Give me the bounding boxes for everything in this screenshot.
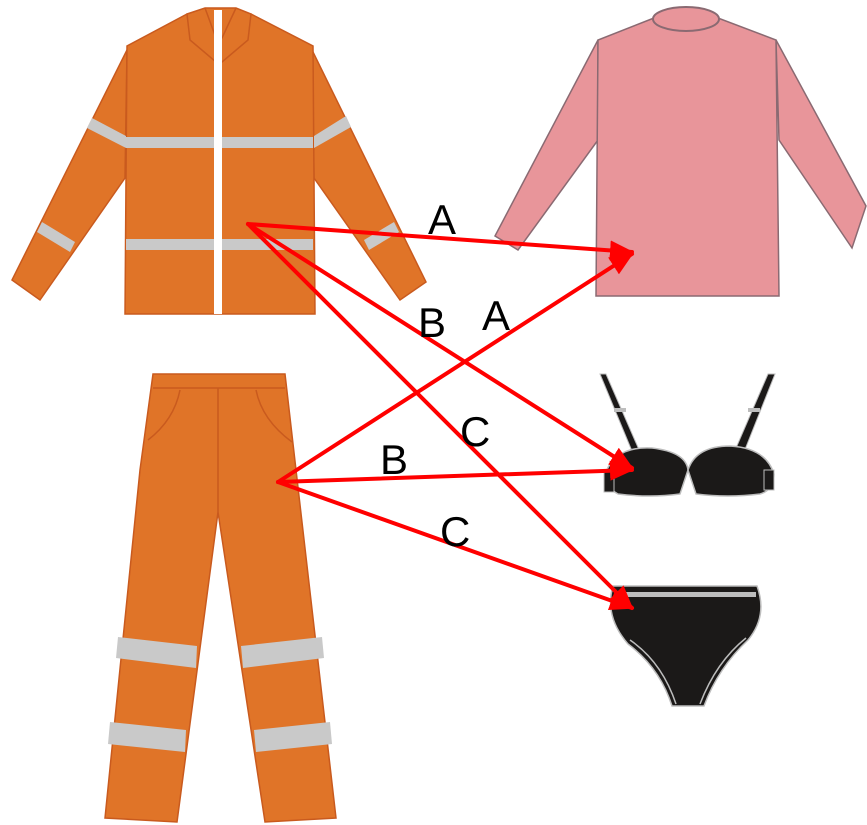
briefs-icon — [611, 586, 761, 706]
jacket-right-sleeve — [312, 50, 426, 300]
sweater-right-sleeve — [776, 40, 866, 248]
jacket-stripe-chest-right — [222, 137, 313, 148]
hi-vis-jacket-icon — [12, 8, 426, 314]
bra-right-strap — [736, 374, 775, 452]
arrow-trousers-to-bra — [278, 470, 632, 482]
arrow-jacket-to-bra — [248, 224, 632, 468]
briefs-waistband — [614, 592, 756, 597]
sweater-body — [596, 18, 779, 296]
arrow-trousers-to-sweater — [278, 254, 632, 482]
label-trousers-to-bra: B — [380, 436, 408, 483]
label-jacket-to-bra: B — [418, 299, 446, 346]
bra-icon — [600, 374, 775, 496]
jacket-zipper — [214, 10, 222, 314]
jacket-stripe-waist-left — [126, 239, 214, 250]
label-jacket-to-briefs: C — [460, 408, 490, 455]
sweater-collar — [653, 7, 719, 31]
bra-left-strap — [600, 374, 640, 456]
hi-vis-trousers-icon — [105, 374, 336, 822]
long-sleeve-sweater-icon — [495, 7, 866, 296]
sweater-left-sleeve — [495, 40, 598, 250]
label-trousers-to-briefs: C — [440, 508, 470, 555]
jacket-left-sleeve — [12, 50, 127, 300]
label-jacket-to-sweater: A — [428, 196, 456, 243]
bra-right-cup — [688, 446, 774, 496]
label-trousers-to-sweater: A — [482, 292, 510, 339]
jacket-stripe-chest-left — [126, 137, 214, 148]
trousers-body — [105, 374, 336, 822]
briefs-body — [611, 586, 761, 706]
